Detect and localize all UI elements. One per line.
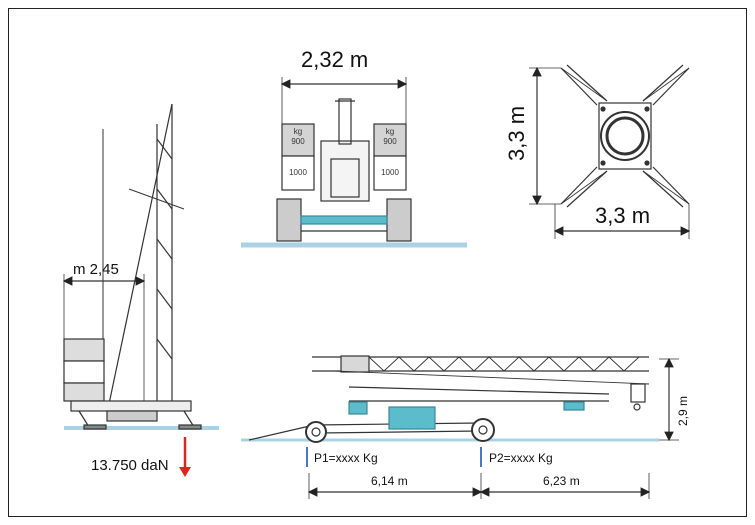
side-elevation [62,103,219,477]
plan-view [529,64,691,239]
crane-drawing [62,64,691,499]
plan-width-label: 3,3 m [595,203,651,228]
figure-frame: 2,32 m 3,3 m 3,3 m m 2,45 13.750 daN 2,9… [8,8,747,517]
span1-label: 6,14 m [371,474,408,488]
ballast-right-bottom: 1000 [381,168,399,177]
ballast-left-unit: kg [293,127,303,136]
transport-view [241,355,679,499]
axle2-load-label: P2=xxxx Kg [489,451,553,465]
ballast-left-top: 900 [291,137,305,146]
span2-label: 6,23 m [543,474,580,488]
ballast-right-top: 900 [383,137,397,146]
top-view-width-label: 2,32 m [301,47,369,72]
plan-height-label: 3,3 m [504,105,529,161]
front-view [241,77,467,248]
front-offset-label: m 2,45 [73,261,119,278]
ballast-right-unit: kg [385,127,395,136]
front-load-label: 13.750 daN [91,457,169,474]
ballast-left-bottom: 1000 [289,168,307,177]
transport-height-label: 2,9 m [676,395,690,426]
axle1-load-label: P1=xxxx Kg [314,451,378,465]
load-arrow-icon [179,467,191,477]
